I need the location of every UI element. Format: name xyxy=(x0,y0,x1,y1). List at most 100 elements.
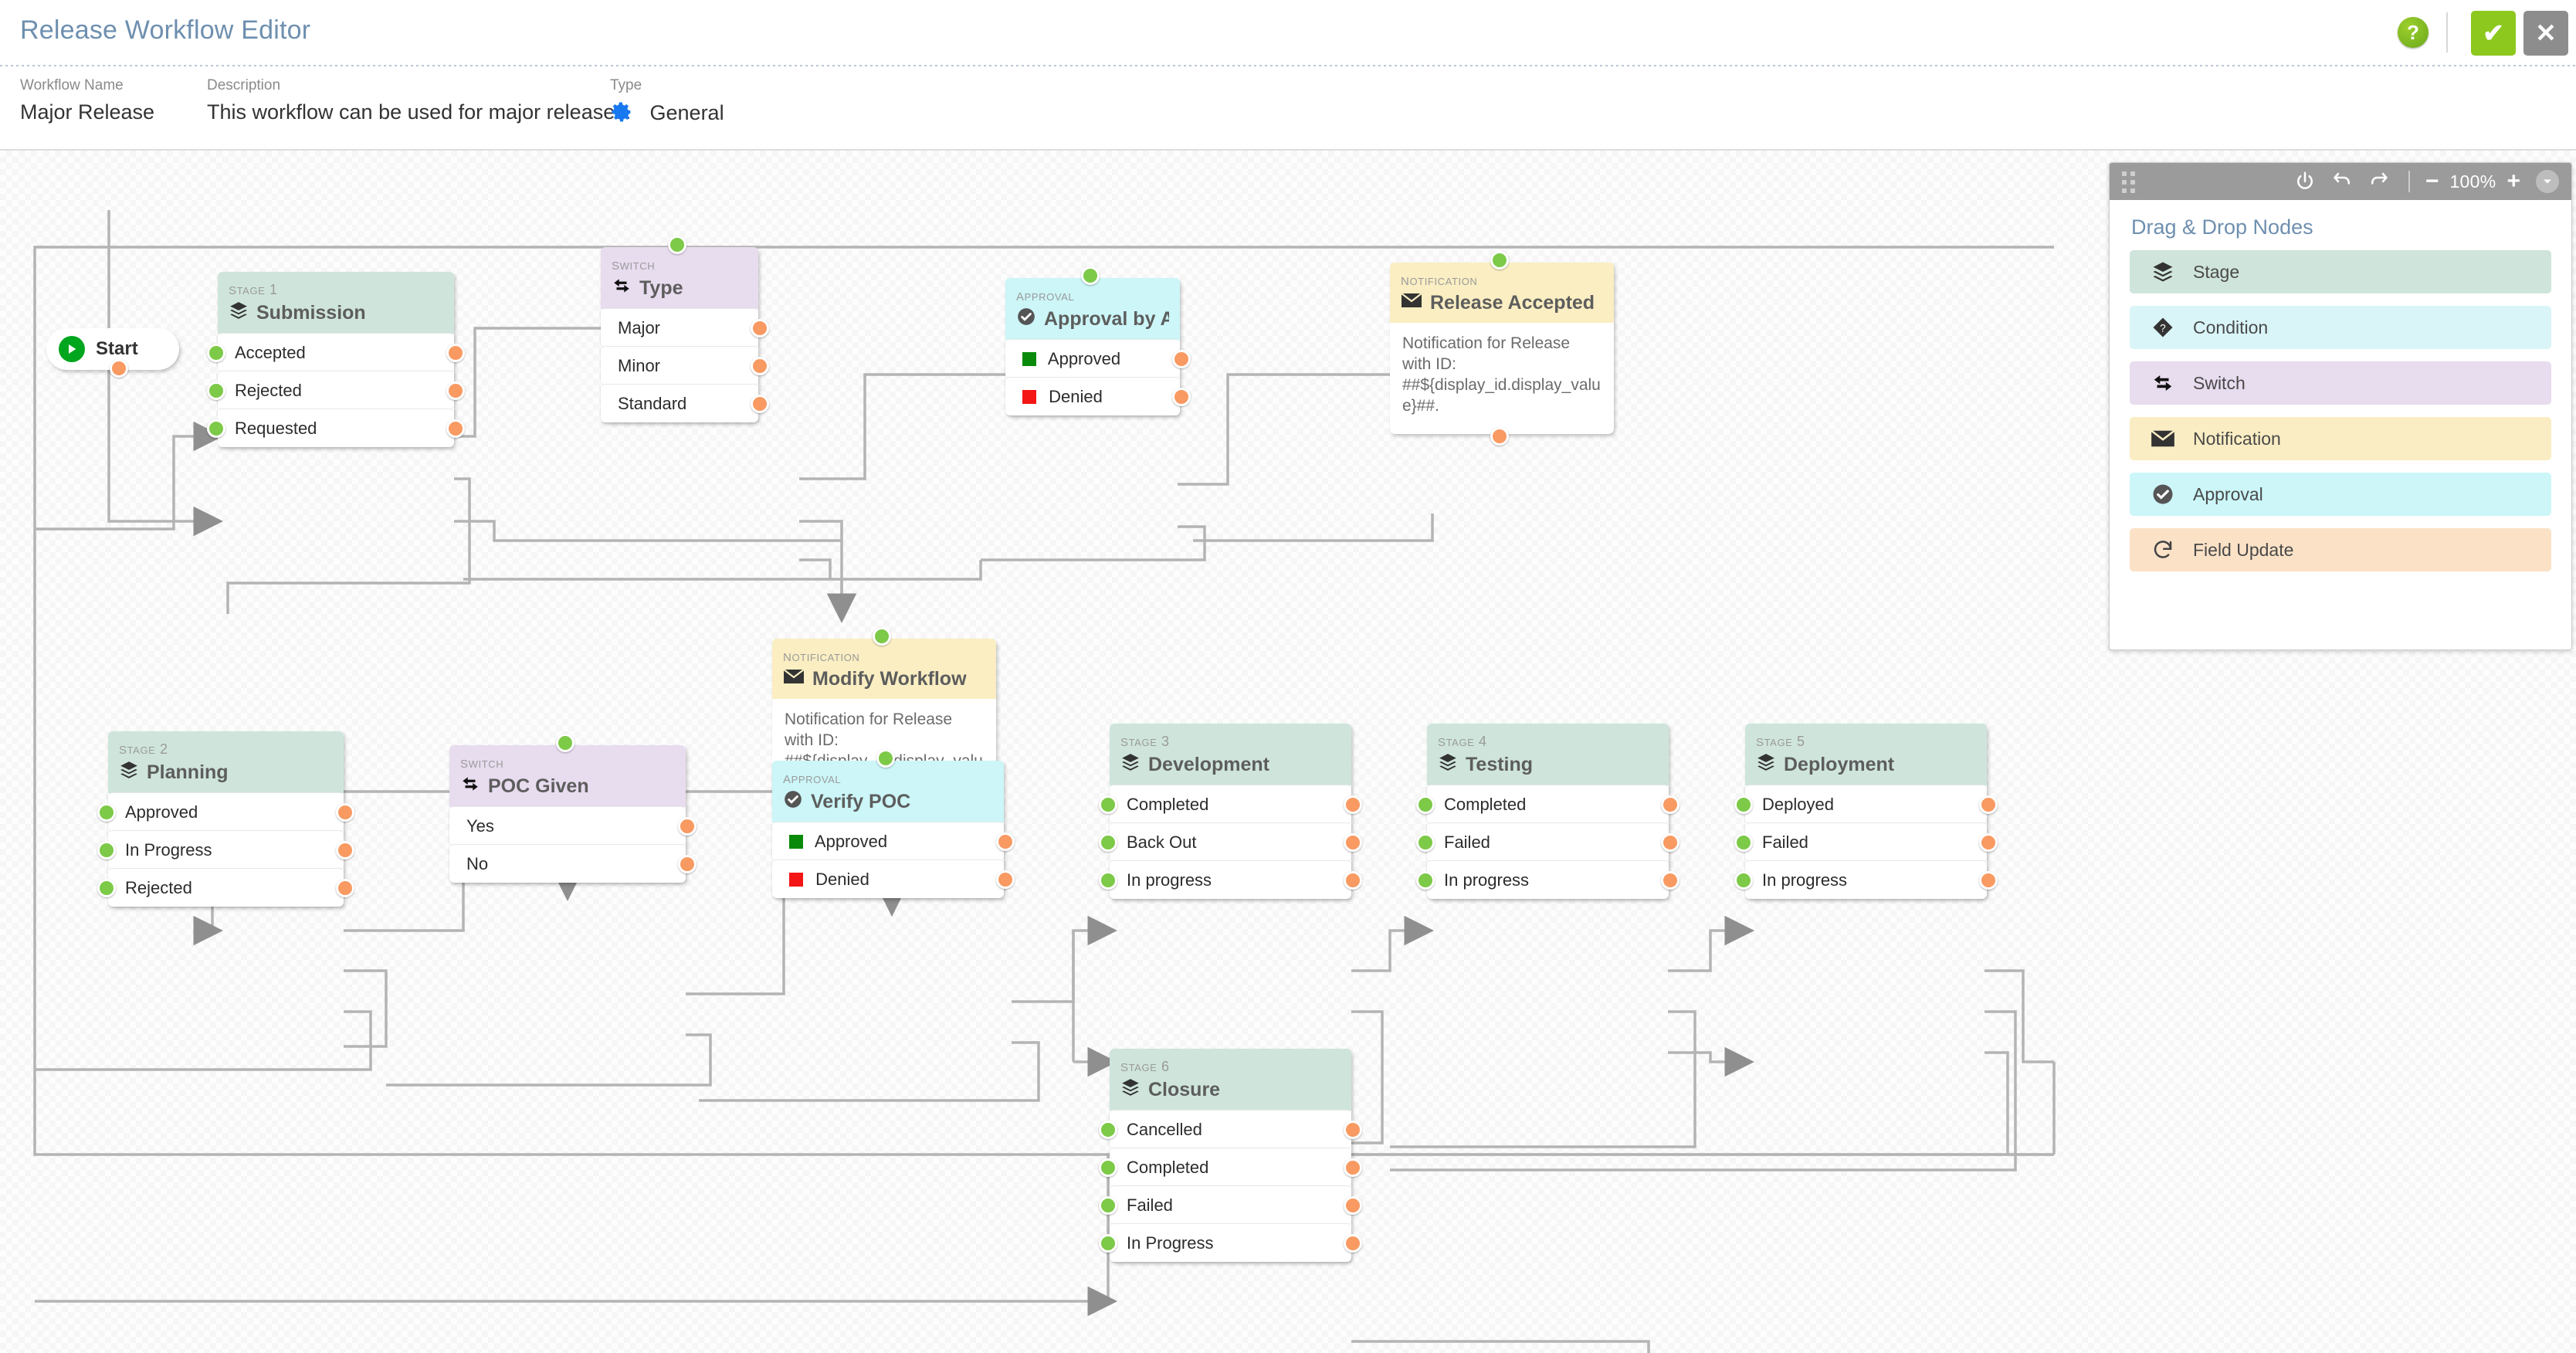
row-output-port[interactable] xyxy=(678,855,697,873)
row-denied[interactable]: Denied xyxy=(772,860,1015,898)
node-output-port[interactable] xyxy=(1490,426,1509,446)
row-input-port[interactable] xyxy=(1099,1234,1117,1253)
row-input-port[interactable] xyxy=(1099,795,1117,814)
row-in-progress[interactable]: In Progress xyxy=(97,830,354,869)
node-deployment[interactable]: Stage 5 Deployment Deployed Failed In pr… xyxy=(1734,724,1998,899)
row-output-port[interactable] xyxy=(1979,871,1998,890)
drag-handle-icon[interactable] xyxy=(2122,171,2142,193)
palette-item-approval[interactable]: Approval xyxy=(2130,473,2551,516)
node-input-port[interactable] xyxy=(1081,266,1100,285)
row-input-port[interactable] xyxy=(1099,1121,1117,1139)
row-input-port[interactable] xyxy=(1734,871,1753,890)
palette-toolbar[interactable]: − 100% + xyxy=(2110,163,2571,200)
row-rejected[interactable]: Rejected xyxy=(207,371,465,409)
row-output-port[interactable] xyxy=(1172,350,1191,368)
node-planning[interactable]: Stage 2 Planning Approved In Progress Re… xyxy=(97,731,354,907)
row-output-port[interactable] xyxy=(751,319,769,337)
row-in-progress[interactable]: In progress xyxy=(1416,860,1679,899)
node-input-port[interactable] xyxy=(876,749,895,768)
row-output-port[interactable] xyxy=(1344,795,1362,814)
node-input-port[interactable] xyxy=(1490,251,1509,270)
node-switch-type[interactable]: Switch Type Major Minor Standard xyxy=(601,236,769,422)
node-switch-poc-given[interactable]: Switch POC Given Yes No xyxy=(449,734,697,883)
row-output-port[interactable] xyxy=(1979,833,1998,852)
row-output-port[interactable] xyxy=(336,879,354,897)
node-testing[interactable]: Stage 4 Testing Completed Failed In prog… xyxy=(1416,724,1679,899)
row-failed[interactable]: Failed xyxy=(1099,1185,1362,1224)
row-input-port[interactable] xyxy=(1099,1196,1117,1215)
row-requested[interactable]: Requested xyxy=(207,409,465,447)
help-circle-icon[interactable]: ? xyxy=(2398,17,2429,48)
row-output-port[interactable] xyxy=(678,817,697,836)
palette-item-stage[interactable]: Stage xyxy=(2130,250,2551,293)
row-completed[interactable]: Completed xyxy=(1099,785,1362,823)
row-input-port[interactable] xyxy=(1416,795,1435,814)
row-input-port[interactable] xyxy=(1099,1158,1117,1177)
row-back-out[interactable]: Back Out xyxy=(1099,822,1362,861)
node-development[interactable]: Stage 3 Development Completed Back Out I… xyxy=(1099,724,1362,899)
row-input-port[interactable] xyxy=(1734,833,1753,852)
node-release-accepted[interactable]: Notification Release Accepted Notificati… xyxy=(1390,251,1614,446)
row-output-port[interactable] xyxy=(446,381,465,400)
row-input-port[interactable] xyxy=(97,879,116,897)
undo-icon[interactable] xyxy=(2330,170,2354,193)
close-button[interactable]: ✕ xyxy=(2523,11,2568,56)
row-approved[interactable]: Approved xyxy=(1005,339,1191,378)
row-minor[interactable]: Minor xyxy=(601,346,769,385)
node-input-port[interactable] xyxy=(873,627,891,646)
workflow-canvas[interactable]: Start Stage 1 Submission Accepted Reject… xyxy=(0,151,2576,1353)
palette-item-notification[interactable]: Notification xyxy=(2130,417,2551,460)
row-output-port[interactable] xyxy=(1344,1121,1362,1139)
zoom-in-button[interactable]: + xyxy=(2507,168,2520,194)
row-cancelled[interactable]: Cancelled xyxy=(1099,1110,1362,1148)
row-output-port[interactable] xyxy=(1344,1158,1362,1177)
row-approved[interactable]: Approved xyxy=(772,822,1015,860)
palette-item-condition[interactable]: ? Condition xyxy=(2130,306,2551,349)
row-output-port[interactable] xyxy=(996,870,1015,889)
row-rejected[interactable]: Rejected xyxy=(97,868,354,907)
node-input-port[interactable] xyxy=(668,236,686,254)
row-major[interactable]: Major xyxy=(601,308,769,347)
row-output-port[interactable] xyxy=(1661,833,1679,852)
row-output-port[interactable] xyxy=(1344,833,1362,852)
row-output-port[interactable] xyxy=(1661,795,1679,814)
node-palette-panel[interactable]: − 100% + Drag & Drop Nodes Stage ? Condi… xyxy=(2109,162,2572,650)
power-icon[interactable] xyxy=(2293,170,2317,193)
row-in-progress[interactable]: In progress xyxy=(1099,860,1362,899)
row-output-port[interactable] xyxy=(446,419,465,438)
row-output-port[interactable] xyxy=(1344,871,1362,890)
row-standard[interactable]: Standard xyxy=(601,384,769,422)
start-node[interactable]: Start xyxy=(46,328,179,378)
node-verify-poc[interactable]: Approval Verify POC Approved Denied xyxy=(772,749,1015,898)
row-accepted[interactable]: Accepted xyxy=(207,333,465,371)
row-completed[interactable]: Completed xyxy=(1416,785,1679,823)
row-output-port[interactable] xyxy=(1979,795,1998,814)
row-failed[interactable]: Failed xyxy=(1734,822,1998,861)
row-output-port[interactable] xyxy=(336,803,354,822)
start-output-port[interactable] xyxy=(110,359,128,378)
row-output-port[interactable] xyxy=(336,841,354,860)
node-closure[interactable]: Stage 6 Closure Cancelled Completed Fail… xyxy=(1099,1049,1362,1262)
row-no[interactable]: No xyxy=(449,844,697,883)
palette-item-switch[interactable]: Switch xyxy=(2130,361,2551,405)
row-yes[interactable]: Yes xyxy=(449,806,697,845)
row-failed[interactable]: Failed xyxy=(1416,822,1679,861)
row-input-port[interactable] xyxy=(207,381,225,400)
row-output-port[interactable] xyxy=(1344,1196,1362,1215)
row-output-port[interactable] xyxy=(446,344,465,362)
row-output-port[interactable] xyxy=(751,395,769,413)
row-in-progress[interactable]: In progress xyxy=(1734,860,1998,899)
row-in-progress[interactable]: In Progress xyxy=(1099,1223,1362,1262)
node-approval-by-application[interactable]: Approval Approval by Appli... Approved D… xyxy=(1005,266,1191,415)
palette-item-field-update[interactable]: Field Update xyxy=(2130,528,2551,571)
redo-icon[interactable] xyxy=(2368,170,2391,193)
row-output-port[interactable] xyxy=(1661,871,1679,890)
row-denied[interactable]: Denied xyxy=(1005,377,1191,415)
row-output-port[interactable] xyxy=(751,357,769,375)
row-input-port[interactable] xyxy=(97,841,116,860)
row-deployed[interactable]: Deployed xyxy=(1734,785,1998,823)
node-submission[interactable]: Stage 1 Submission Accepted Rejected Req… xyxy=(207,272,465,447)
chevron-down-icon[interactable] xyxy=(2536,170,2559,193)
zoom-out-button[interactable]: − xyxy=(2425,168,2439,194)
row-input-port[interactable] xyxy=(207,419,225,438)
